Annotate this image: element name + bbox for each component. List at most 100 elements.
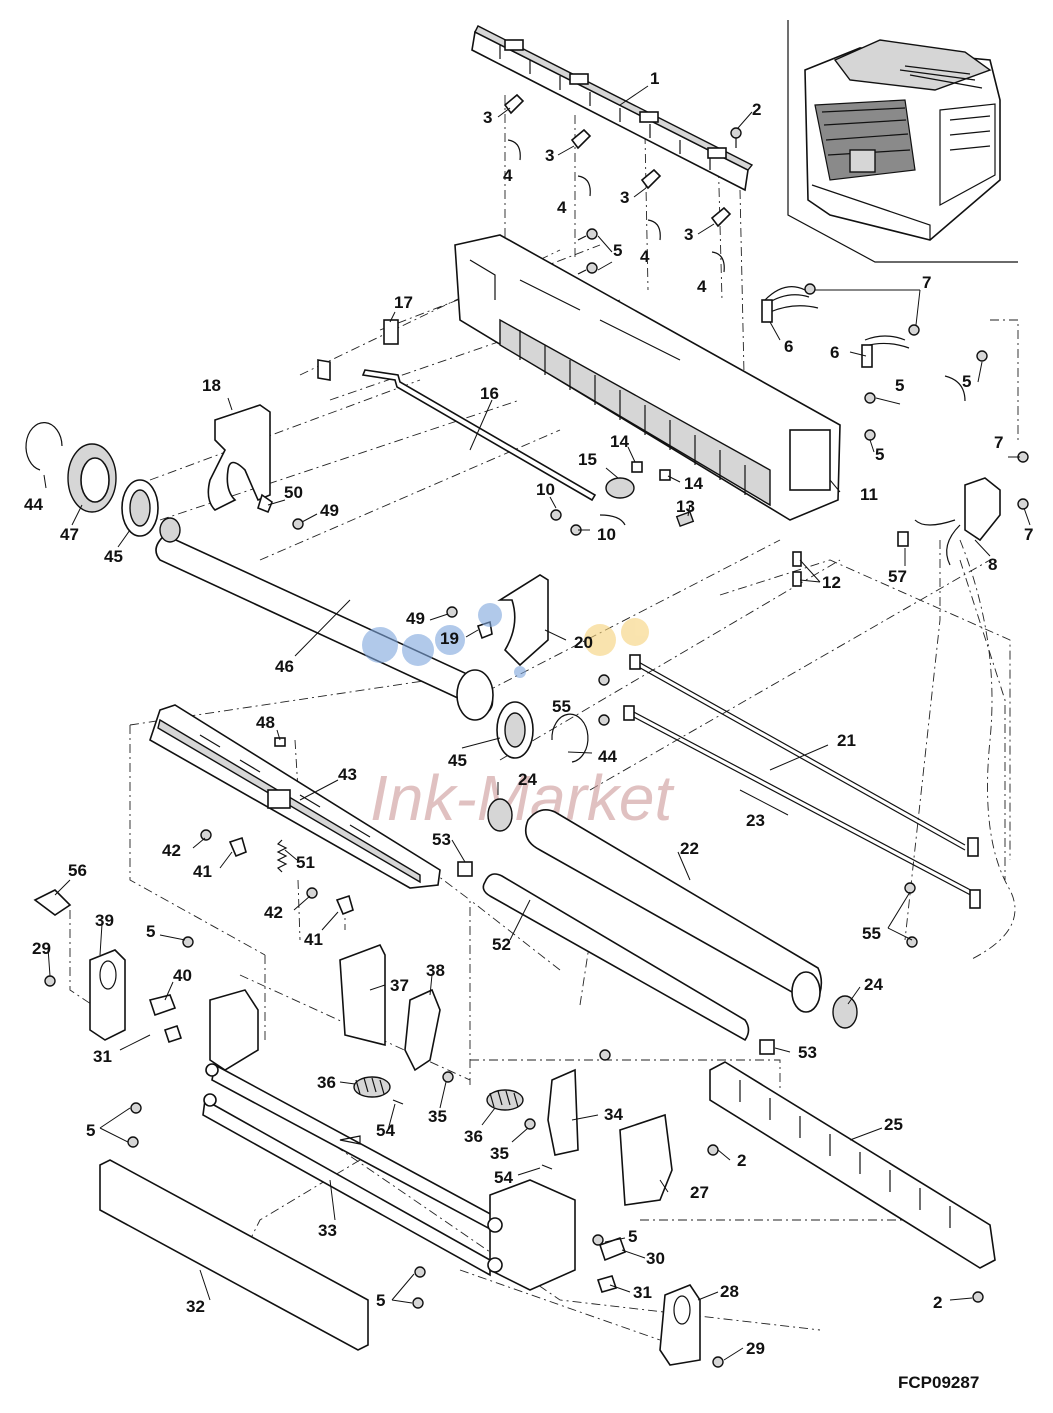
callout-15: 15 — [578, 450, 597, 469]
callout-5: 5 — [628, 1227, 637, 1246]
left-side-parts — [33, 889, 194, 1044]
callout-17: 17 — [394, 293, 413, 312]
callout-42: 42 — [264, 903, 283, 922]
callout-45: 45 — [448, 751, 467, 770]
callout-6: 6 — [830, 343, 839, 362]
callout-14: 14 — [610, 432, 629, 451]
springs-small — [200, 829, 354, 916]
gear-assembly-left — [25, 422, 159, 537]
callout-2: 2 — [737, 1151, 746, 1170]
cable-route — [959, 539, 1016, 961]
callout-50: 50 — [284, 483, 303, 502]
figure-code: FCP09287 — [898, 1373, 979, 1392]
callout-2: 2 — [933, 1293, 942, 1312]
callout-11: 11 — [860, 485, 878, 504]
leader-lines — [43, 85, 1031, 1361]
connector-bracket — [897, 451, 1029, 566]
callout-38: 38 — [426, 961, 445, 980]
watermark-text: Ink-Market — [370, 762, 675, 834]
callout-24: 24 — [518, 770, 537, 789]
callout-55: 55 — [552, 697, 571, 716]
lower-frame — [202, 989, 576, 1291]
callout-39: 39 — [95, 911, 114, 930]
callout-10: 10 — [597, 525, 616, 544]
screws-top — [577, 127, 742, 275]
callout-labels: 1 2 3 3 3 3 4 4 4 4 5 5 5 5 6 6 7 7 7 8 … — [24, 69, 1033, 1358]
callout-41: 41 — [304, 930, 323, 949]
bracket-plate — [317, 359, 331, 381]
bearing-45-inner — [504, 712, 526, 748]
guide-43 — [149, 704, 441, 889]
screw-49b — [446, 606, 458, 618]
callout-29: 29 — [32, 939, 51, 958]
callout-25: 25 — [884, 1115, 903, 1134]
callout-10: 10 — [536, 480, 555, 499]
callout-51: 51 — [296, 853, 315, 872]
callout-18: 18 — [202, 376, 221, 395]
heat-roller — [155, 517, 494, 721]
callout-3: 3 — [545, 146, 554, 165]
callout-4: 4 — [503, 166, 513, 185]
callout-32: 32 — [186, 1297, 205, 1316]
callout-36: 36 — [464, 1127, 483, 1146]
callout-1: 1 — [650, 69, 659, 88]
callout-31: 31 — [633, 1283, 652, 1302]
callout-20: 20 — [574, 633, 593, 652]
callout-16: 16 — [480, 384, 499, 403]
callout-5: 5 — [875, 445, 884, 464]
callout-6: 6 — [784, 337, 793, 356]
callout-2: 2 — [752, 100, 761, 119]
callout-19: 19 — [440, 629, 459, 648]
callout-54: 54 — [376, 1121, 395, 1140]
callout-46: 46 — [275, 657, 294, 676]
callout-35: 35 — [490, 1144, 509, 1163]
callout-48: 48 — [256, 713, 275, 732]
callout-3: 3 — [620, 188, 629, 207]
callout-43: 43 — [338, 765, 357, 784]
callout-44: 44 — [24, 495, 43, 514]
callout-4: 4 — [697, 277, 707, 296]
bracket-right — [497, 574, 549, 667]
watermark: Ink-Market — [362, 603, 675, 834]
screw-49 — [292, 518, 304, 530]
callout-3: 3 — [684, 225, 693, 244]
bracket-17 — [383, 319, 399, 345]
callout-35: 35 — [428, 1107, 447, 1126]
callout-23: 23 — [746, 811, 765, 830]
callout-57: 57 — [888, 567, 907, 586]
guide-bar-top — [471, 25, 754, 192]
callout-47: 47 — [60, 525, 79, 544]
callout-55: 55 — [862, 924, 881, 943]
callout-54: 54 — [494, 1168, 513, 1187]
callout-37: 37 — [390, 976, 409, 995]
guide-25 — [707, 1061, 996, 1303]
callout-52: 52 — [492, 935, 511, 954]
callout-21: 21 — [837, 731, 856, 750]
callout-42: 42 — [162, 841, 181, 860]
callout-40: 40 — [173, 966, 192, 985]
callout-8: 8 — [988, 555, 997, 574]
rod-16 — [361, 369, 597, 502]
callout-36: 36 — [317, 1073, 336, 1092]
thermostat-assembly — [550, 461, 695, 536]
cover-plate — [99, 1159, 369, 1351]
callout-24: 24 — [864, 975, 883, 994]
callout-53: 53 — [798, 1043, 817, 1062]
bracket-12 — [792, 551, 802, 587]
callout-3: 3 — [483, 108, 492, 127]
callout-7: 7 — [994, 433, 1003, 452]
callout-5: 5 — [146, 922, 155, 941]
clip-50 — [257, 493, 273, 514]
callout-7: 7 — [1024, 525, 1033, 544]
callout-4: 4 — [557, 198, 567, 217]
callout-34: 34 — [604, 1105, 623, 1124]
callout-56: 56 — [68, 861, 87, 880]
wire-harness — [761, 283, 988, 441]
callout-5: 5 — [376, 1291, 385, 1310]
callout-22: 22 — [680, 839, 699, 858]
bearing-plate-left — [207, 404, 271, 511]
callout-4: 4 — [640, 247, 650, 266]
callout-53: 53 — [432, 830, 451, 849]
callout-30: 30 — [646, 1249, 665, 1268]
callout-7: 7 — [922, 273, 931, 292]
